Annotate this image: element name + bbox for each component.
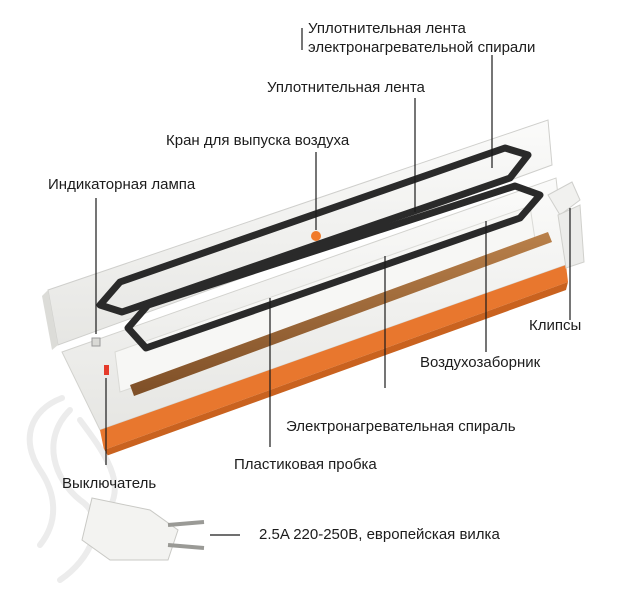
label-air-intake: Воздухозаборник	[420, 354, 541, 371]
label-sealing-tape: Уплотнительная лента	[267, 79, 425, 96]
label-plastic-plug: Пластиковая пробка	[234, 456, 377, 473]
heating-coil	[130, 232, 552, 396]
base-gasket	[124, 182, 544, 352]
label-heating-coil: Электронагревательная спираль	[286, 418, 516, 435]
euro-plug-icon	[81, 497, 205, 561]
label-sealing-tape-heater-line2: электронагревательной спирали	[308, 39, 536, 56]
label-plug-spec: 2.5A 220-250В, европейская вилка	[259, 526, 500, 543]
label-sealing-tape-heater-line1: Уплотнительная лента	[308, 20, 466, 37]
leader-lines	[95, 28, 571, 536]
air-release-valve-icon	[311, 231, 321, 241]
side-clip	[547, 181, 585, 269]
indicator-lamp-icon	[91, 337, 101, 347]
switch-icon	[104, 365, 109, 375]
label-clips: Клипсы	[529, 317, 582, 334]
lid-gasket	[96, 144, 532, 316]
label-indicator-lamp: Индикаторная лампа	[48, 176, 196, 193]
label-air-release-valve: Кран для выпуска воздуха	[166, 132, 350, 149]
label-switch: Выключатель	[62, 475, 157, 492]
